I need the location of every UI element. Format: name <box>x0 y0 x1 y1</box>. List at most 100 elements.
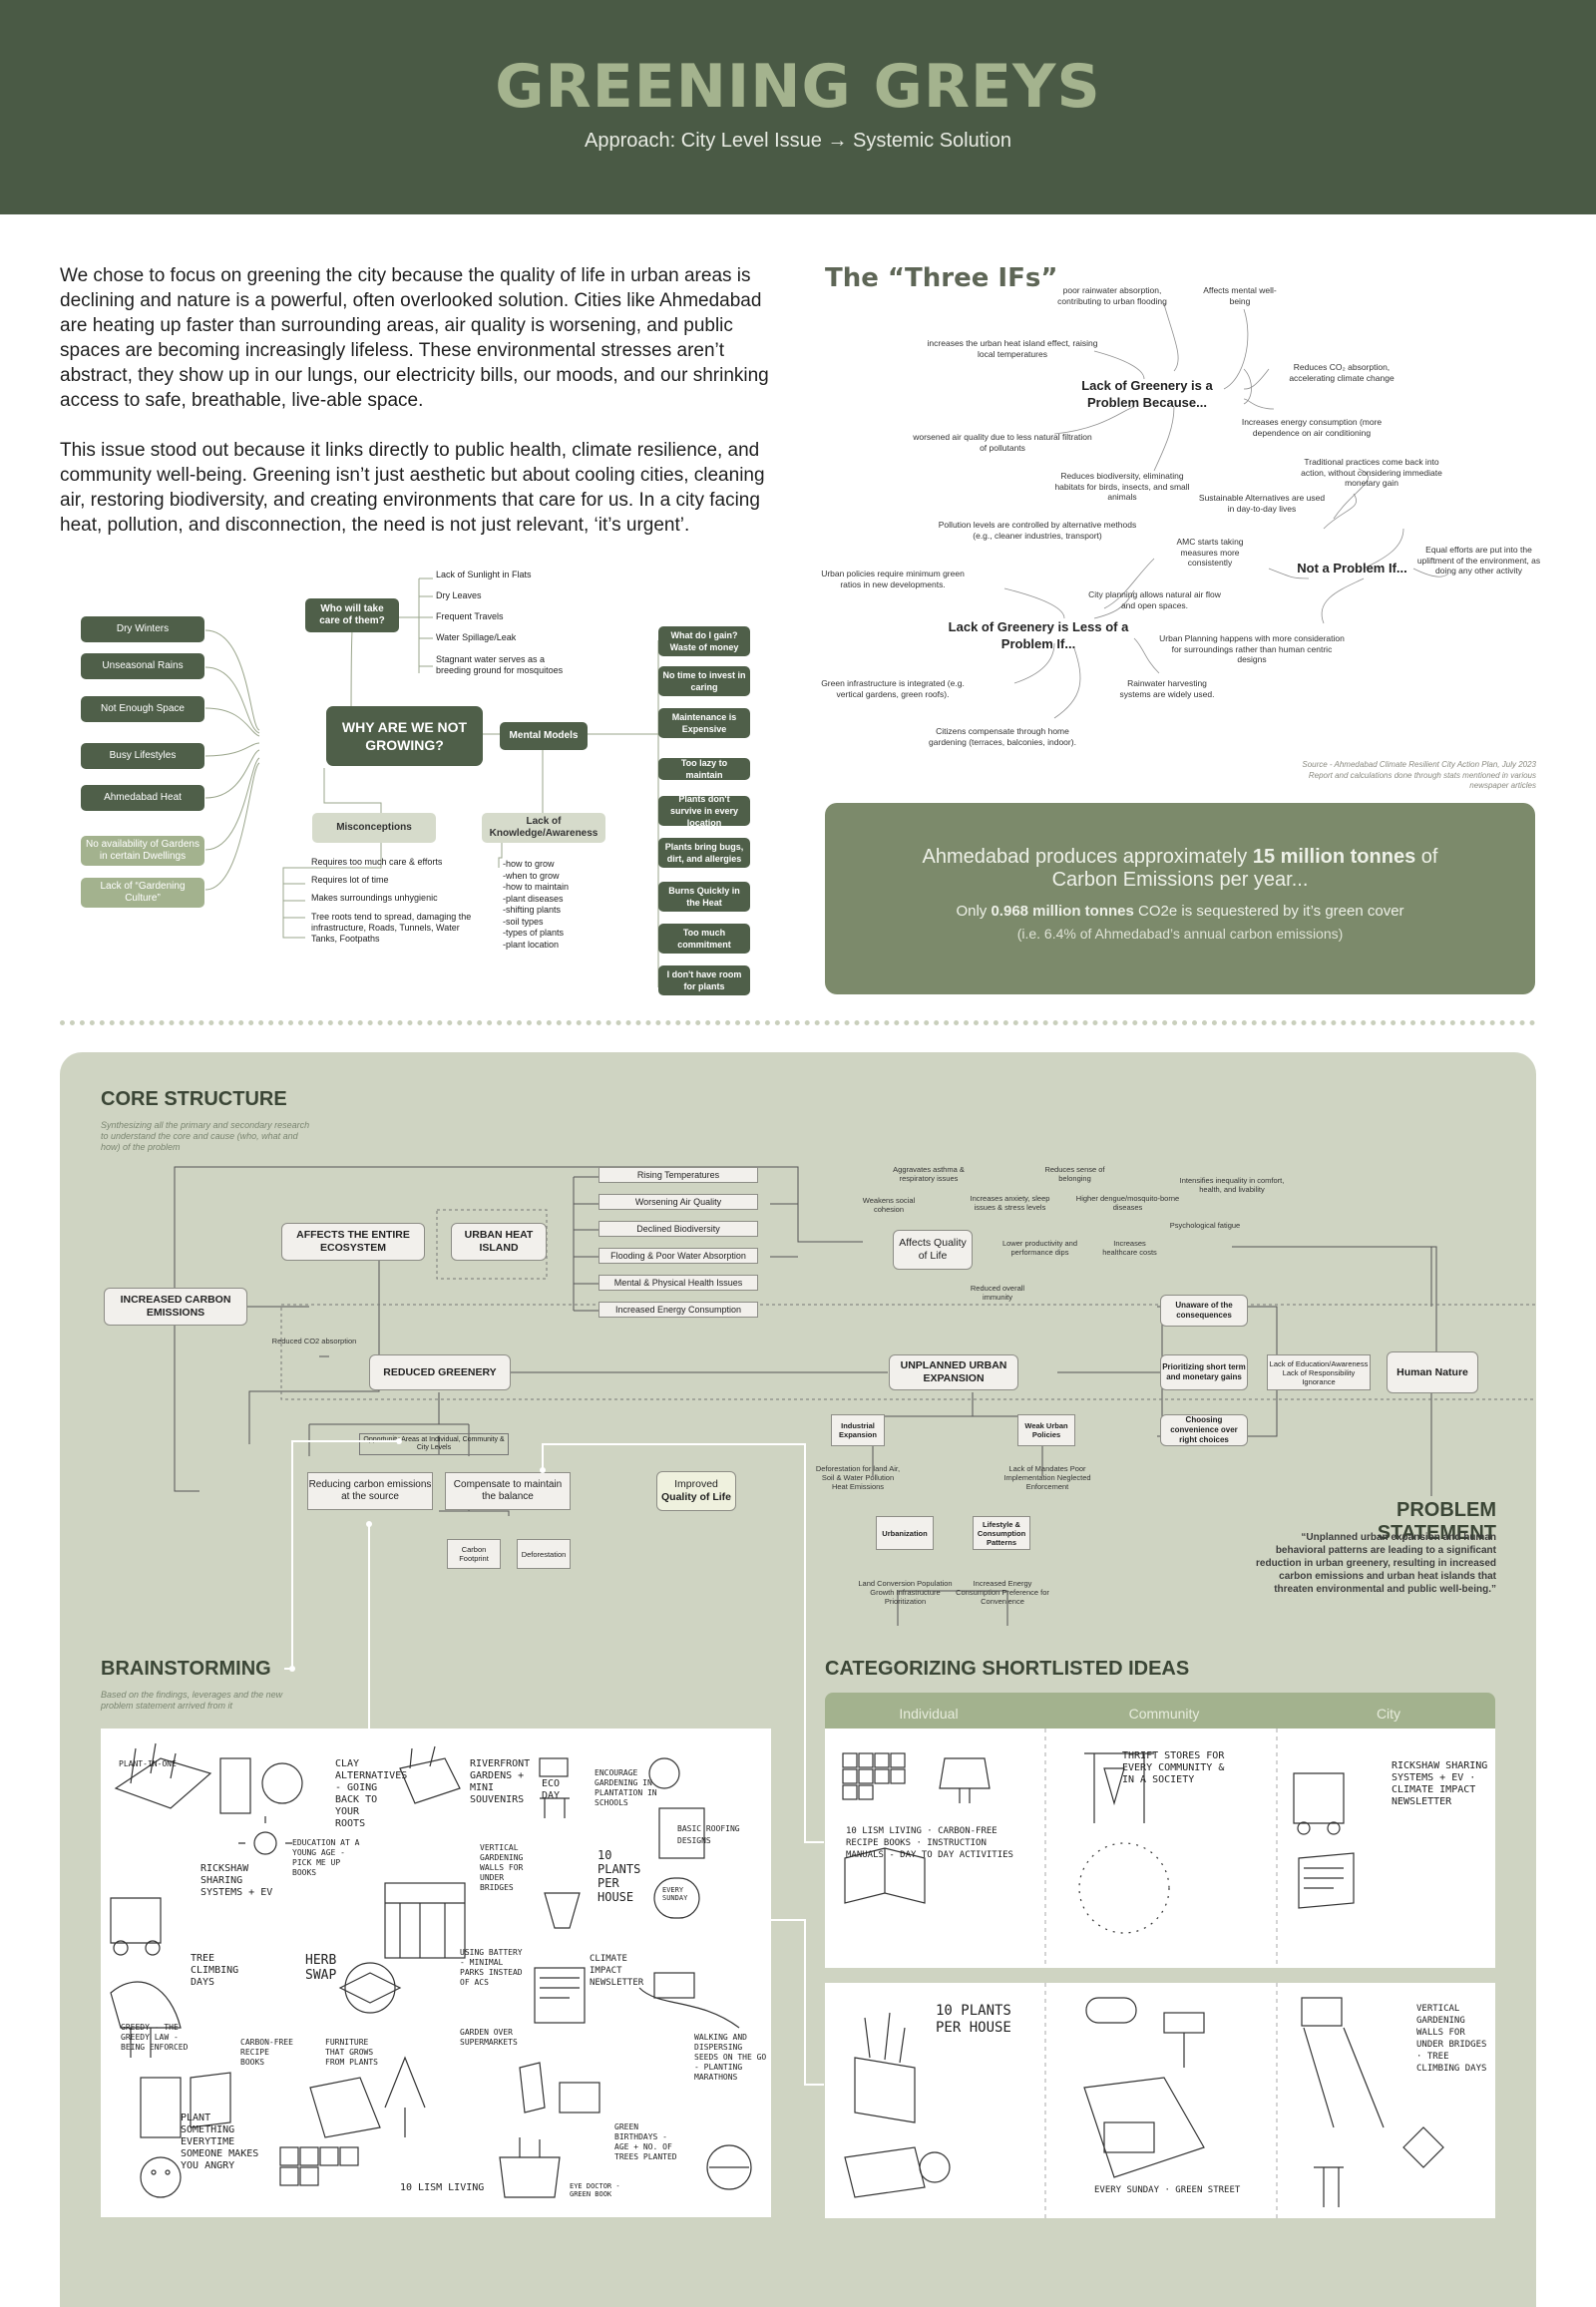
lack-item: -plant location <box>503 939 560 950</box>
compensate-balance-node: Compensate to maintain the balance <box>445 1472 571 1510</box>
category-row-1 <box>825 1729 1495 1968</box>
brainstorm-note: Basic roofing designs <box>677 1824 740 1845</box>
stat-highlight: 15 million tonnes <box>1252 846 1416 868</box>
intro-paragraph-1: We chose to focus on greening the city b… <box>60 265 769 411</box>
brainstorm-note: Eco day <box>542 1778 561 1801</box>
three-ifs-heading-because: Lack of Greenery is a Problem Because... <box>1081 378 1213 410</box>
stat-text: Ahmedabad produces approximately <box>922 846 1253 868</box>
category-idea-individual-2: 10 plants per house <box>936 2003 1011 2036</box>
why-left-item-busy-lifestyles: Busy Lifestyles <box>81 743 204 769</box>
three-ifs-note: City planning allows natural air flow an… <box>1088 589 1221 610</box>
who-item: Stagnant water serves as a breeding grou… <box>436 654 564 675</box>
section-divider <box>60 1020 1536 1025</box>
lack-item: -how to maintain <box>503 882 570 892</box>
quality-note: Intensifies inequality in comfort, healt… <box>1179 1176 1285 1194</box>
intro-text: We chose to focus on greening the city b… <box>60 263 772 563</box>
category-header <box>825 1693 1495 1729</box>
why-left-item-no-gardens: No availability of Gardens in certain Dw… <box>81 836 204 866</box>
brainstorm-note: Herb swap <box>305 1953 337 1983</box>
deforestation-node: Deforestation <box>517 1539 571 1569</box>
effect-box: Increased Energy Consumption <box>598 1302 758 1318</box>
mental-item: Too lazy to maintain <box>658 758 750 780</box>
brainstorm-note: Clay alternatives - going back to your r… <box>335 1758 408 1829</box>
stat-line-1: Ahmedabad produces approximately 15 mill… <box>825 846 1535 869</box>
category-idea-city-1: Rickshaw sharing systems + EV · Climate … <box>1392 1760 1488 1807</box>
reduced-co2-label: Reduced CO2 absorption <box>271 1337 357 1346</box>
lack-item: -when to grow <box>503 870 560 881</box>
intro-paragraph-2: This issue stood out because it links di… <box>60 440 765 536</box>
lack-item: -types of plants <box>503 928 565 938</box>
quality-note: Increases anxiety, sleep issues & stress… <box>970 1194 1050 1212</box>
lifestyle-notes: Increased Energy Consumption Preference … <box>956 1579 1049 1606</box>
brainstorm-note: Riverfront gardens + mini souvenirs <box>470 1758 531 1805</box>
carbon-stat-box: Ahmedabad produces approximately 15 mill… <box>825 803 1535 994</box>
mental-item: Plants bring bugs, dirt, and allergies <box>658 838 750 868</box>
lack-knowledge-items: -how to grow -when to grow -how to maint… <box>503 859 602 951</box>
why-left-item-unseasonal-rains: Unseasonal Rains <box>81 653 204 679</box>
mental-item: Too much commitment <box>658 924 750 954</box>
mental-item: What do I gain? Waste of money <box>658 626 750 656</box>
lack-item: -shifting plants <box>503 905 562 915</box>
quality-note: Higher dengue/mosquito-borne diseases <box>1075 1194 1180 1212</box>
why-left-item-not-enough-space: Not Enough Space <box>81 696 204 722</box>
quality-note: Weakens social cohesion <box>862 1196 916 1214</box>
quality-note: Lower productivity and performance dips <box>1001 1239 1078 1257</box>
header-banner <box>0 0 1596 214</box>
stat-highlight: 0.968 million tonnes <box>991 903 1134 920</box>
opportunity-areas-label: Opportunity Areas at Individual, Communi… <box>359 1433 509 1455</box>
three-ifs-note: Reduces CO₂ absorption, accelerating cli… <box>1289 362 1395 383</box>
three-ifs-note: poor rainwater absorption, contributing … <box>1057 285 1167 306</box>
brainstorm-note: Every Sunday <box>662 1886 688 1902</box>
mental-item: No time to invest in caring <box>658 666 750 696</box>
category-idea-individual-1: 10 lism living · Carbon-free recipe book… <box>846 1826 1013 1860</box>
three-ifs-note: Urban policies require minimum green rat… <box>821 569 965 589</box>
carbon-footprint-node: Carbon Footprint <box>447 1539 501 1569</box>
three-ifs-source: Source - Ahmedabad Climate Resilient Cit… <box>1302 760 1536 790</box>
mental-item: Maintenance is Expensive <box>658 708 750 738</box>
reduced-greenery-node: REDUCED GREENERY <box>369 1354 511 1390</box>
brainstorming-subtitle: Based on the findings, leverages and the… <box>101 1690 283 1711</box>
unplanned-expansion-node: UNPLANNED URBAN EXPANSION <box>889 1354 1018 1390</box>
three-ifs-note: Pollution levels are controlled by alter… <box>938 520 1137 541</box>
three-ifs-note: Affects mental well-being <box>1203 285 1277 306</box>
category-individual: Individual <box>899 1706 959 1722</box>
problem-statement-text: “Unplanned urban expansion and human beh… <box>1256 1532 1496 1595</box>
category-sketches <box>842 1729 1444 2218</box>
brainstorm-sketch-board: Clay alternatives - going back to your r… <box>101 1729 771 2217</box>
three-ifs-note: AMC starts taking measures more consiste… <box>1176 537 1244 568</box>
affects-quality-of-life-node: Affects Quality of Life <box>893 1230 973 1270</box>
category-row-2 <box>825 1983 1495 2218</box>
who-item: Dry Leaves <box>436 590 482 600</box>
category-idea-community-2: Every Sunday · Green street <box>1094 2185 1241 2195</box>
three-ifs-note: Reduces biodiversity, eliminating habita… <box>1054 471 1190 502</box>
three-ifs-note: Increases energy consumption (more depen… <box>1241 417 1383 438</box>
stat-text: CO2e is sequestered by it’s green cover <box>1133 903 1404 920</box>
quality-note: Increases healthcare costs <box>1102 1239 1157 1257</box>
three-ifs-title: The “Three IFs” <box>825 263 1058 293</box>
category-community: Community <box>1128 1706 1200 1722</box>
unaware-node: Unaware of the consequences <box>1160 1295 1248 1327</box>
category-city: City <box>1376 1706 1401 1722</box>
why-center-node: WHY ARE WE NOT GROWING? <box>326 706 483 766</box>
weak-policies-notes: Lack of Mandates Poor Implementation Neg… <box>1003 1464 1091 1491</box>
three-ifs-note: worsened air quality due to less natural… <box>913 432 1092 453</box>
urbanization-node: Urbanization <box>876 1516 934 1550</box>
stat-text: of <box>1415 846 1438 868</box>
effect-box: Mental & Physical Health Issues <box>598 1275 758 1291</box>
human-nature-node: Human Nature <box>1387 1351 1478 1393</box>
brainstorm-note: Furniture that grows from plants <box>325 2038 378 2067</box>
why-left-item-dry-winters: Dry Winters <box>81 616 204 642</box>
mental-models-node: Mental Models <box>500 722 588 750</box>
who-will-take-care-node: Who will take care of them? <box>305 598 399 632</box>
choosing-convenience-node: Choosing convenience over right choices <box>1160 1414 1248 1446</box>
brainstorm-note: Eye doctor - green book <box>570 2182 620 2198</box>
page-title: GREENING GREYS <box>495 52 1101 122</box>
stat-line-4: (i.e. 6.4% of Ahmedabad’s annual carbon … <box>1016 926 1344 942</box>
core-structure-lines <box>174 1166 1536 1626</box>
three-ifs-heading-less-problem: Lack of Greenery is Less of a Problem If… <box>948 619 1129 651</box>
brainstorming-title: BRAINSTORMING <box>101 1658 271 1680</box>
brainstorm-note: Encourage gardening in plantation in sch… <box>595 1768 657 1807</box>
stat-text: Only <box>956 903 992 920</box>
who-item: Water Spillage/Leak <box>436 632 517 642</box>
misconception-item: Makes surroundings unhygienic <box>311 893 438 903</box>
